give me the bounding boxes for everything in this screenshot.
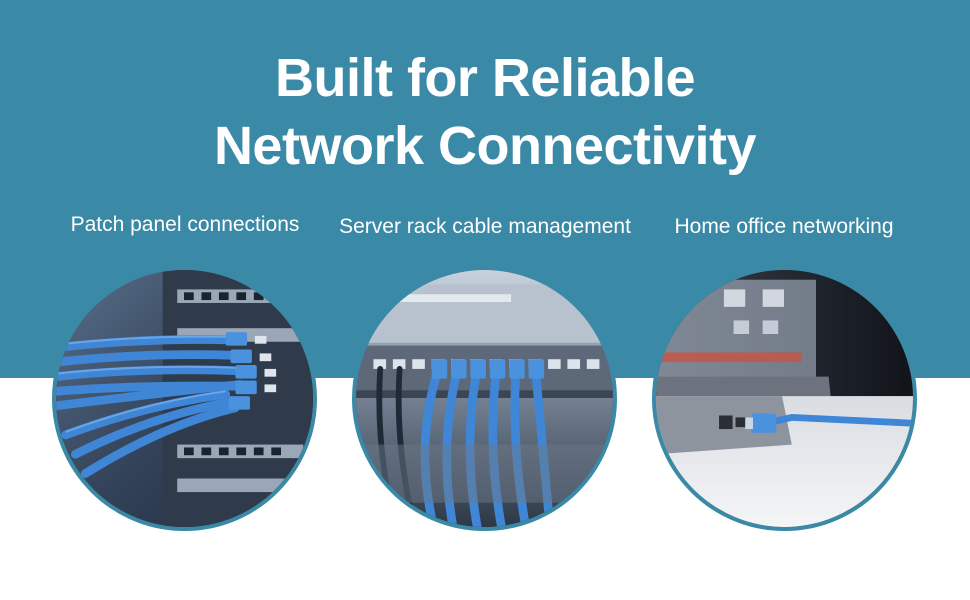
headline-line-1: Built for Reliable [274, 48, 696, 108]
server-rack-photo [352, 266, 617, 531]
caption-patch-panel: Patch panel connections [70, 213, 300, 236]
patch-panel-illustration [56, 270, 313, 527]
server-rack-illustration [356, 270, 613, 527]
laptop-ethernet-illustration [656, 270, 913, 527]
caption-server-rack: Server rack cable management [339, 215, 631, 238]
patch-panel-photo [52, 266, 317, 531]
headline: Built for Reliable Network Connectivity [0, 44, 970, 180]
laptop-ethernet-photo [652, 266, 917, 531]
headline-line-2: Network Connectivity [213, 116, 757, 176]
caption-home-office: Home office networking [674, 215, 894, 238]
